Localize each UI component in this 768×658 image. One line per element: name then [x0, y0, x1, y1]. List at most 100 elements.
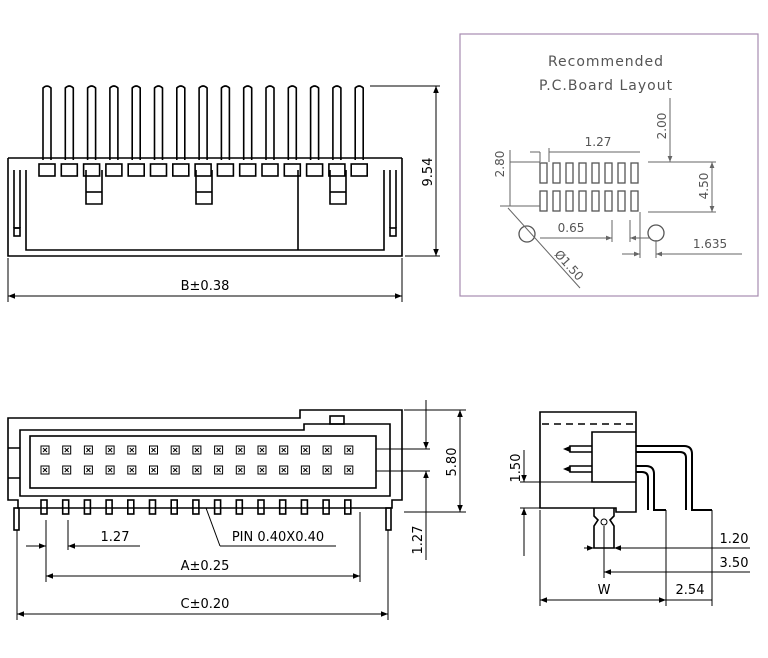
pcb-pad — [565, 162, 574, 184]
contact — [257, 445, 267, 455]
contact — [344, 445, 354, 455]
pcb-layout-title-line2: P.C.Board Layout — [539, 78, 673, 94]
contact-mark — [194, 467, 200, 473]
contact-mark — [151, 447, 156, 453]
mounting-hole-left — [518, 225, 536, 243]
contact-mark — [346, 467, 352, 473]
top-view: 9.54 B±0.38 — [7, 85, 440, 302]
pcb-layout-title-line1: Recommended — [548, 54, 664, 70]
dim-a: A±0.25 — [45, 512, 361, 582]
contact-mark — [259, 467, 265, 473]
contact-mark — [86, 467, 91, 473]
dim-label-side-254: 2.54 — [676, 583, 705, 598]
top-view-keys — [85, 170, 347, 205]
contact — [105, 445, 115, 455]
dim-front-row-pitch: 1.27 — [411, 400, 429, 560]
contact-mark — [281, 467, 287, 473]
foot — [127, 499, 135, 515]
foot — [300, 499, 309, 515]
contact-mark — [107, 467, 113, 473]
pcb-pad — [578, 190, 587, 212]
top-view-pin — [242, 85, 253, 160]
top-view-tooth — [216, 163, 235, 177]
dim-left-2-80: 2.80 — [493, 150, 540, 207]
dim-front-height: 5.80 — [376, 409, 466, 513]
contact-mark — [172, 467, 178, 473]
pcb-pad — [578, 162, 587, 184]
top-view-pin — [309, 85, 320, 160]
dim-width-b: B±0.38 — [7, 258, 403, 302]
top-view-tooth — [172, 163, 190, 177]
dim-label-9-54: 9.54 — [421, 158, 436, 187]
dim-gap-0-65: 0.65 — [540, 220, 650, 242]
contact-mark — [64, 467, 70, 473]
top-view-pins — [42, 85, 364, 160]
foot — [257, 499, 265, 515]
front-view-housing — [7, 409, 403, 509]
foot — [322, 499, 330, 515]
top-view-pin — [220, 85, 231, 160]
contact-mark — [237, 447, 243, 453]
front-view-feet — [40, 499, 352, 515]
contact — [214, 445, 224, 455]
top-view-pin — [265, 85, 275, 160]
dim-label-top: 2.00 — [655, 113, 669, 140]
dim-label-front-tail: 1.27 — [411, 526, 426, 555]
dim-label-w: W — [598, 583, 611, 598]
contact-mark — [303, 447, 308, 453]
contact-mark — [303, 467, 308, 473]
contact — [235, 465, 245, 475]
contact — [83, 465, 93, 475]
pcb-pad — [617, 190, 626, 212]
contact-mark — [151, 467, 156, 473]
contact — [127, 465, 137, 475]
contact-mark — [107, 447, 113, 453]
contact-mark — [86, 447, 91, 453]
dim-label-pad-pitch: 1.27 — [585, 135, 612, 149]
contact — [83, 445, 93, 455]
pin-label: PIN 0.40X0.40 — [232, 530, 324, 545]
contact-mark — [129, 447, 135, 453]
contact — [149, 445, 158, 455]
contact — [344, 465, 354, 475]
pcb-pad — [552, 190, 561, 212]
side-view: 1.50 1.20 3.50 W 2.54 — [509, 411, 750, 606]
top-view-pin — [354, 85, 364, 160]
contact — [170, 445, 180, 455]
contact-mark — [237, 467, 243, 473]
pcb-pad — [604, 162, 613, 184]
dim-label-hole: Ø1.50 — [552, 247, 587, 283]
foot — [148, 499, 157, 515]
top-view-tooth — [127, 163, 145, 177]
top-view-tooth — [194, 163, 212, 177]
top-view-tooth — [261, 163, 279, 177]
contact — [300, 465, 310, 475]
pcb-pad — [630, 162, 639, 184]
foot — [61, 499, 70, 515]
foot — [235, 499, 244, 515]
top-view-tooth — [238, 163, 257, 177]
dim-side-w: W 2.54 — [539, 510, 713, 606]
contact — [257, 465, 267, 475]
contact-mark — [324, 447, 330, 453]
dim-side-1-50: 1.50 — [509, 450, 592, 556]
top-view-teeth — [38, 163, 369, 177]
pcb-pad — [591, 162, 600, 184]
top-view-pin — [86, 85, 97, 160]
dim-label-side-120: 1.20 — [720, 532, 749, 547]
side-view-leg-inner — [636, 465, 666, 511]
top-view-tooth — [305, 163, 324, 177]
contact — [170, 465, 180, 475]
top-view-tooth — [350, 163, 369, 177]
foot — [278, 499, 287, 515]
top-view-tooth — [105, 163, 123, 177]
pcb-pad — [565, 190, 574, 212]
contact-mark — [64, 447, 70, 453]
top-view-pin — [198, 85, 208, 160]
contact — [300, 445, 310, 455]
dim-label-b: B±0.38 — [181, 279, 230, 294]
dim-label-left: 2.80 — [493, 151, 507, 178]
dim-label-c: C±0.20 — [181, 597, 230, 612]
contact — [192, 465, 202, 475]
top-view-tooth — [38, 163, 56, 177]
